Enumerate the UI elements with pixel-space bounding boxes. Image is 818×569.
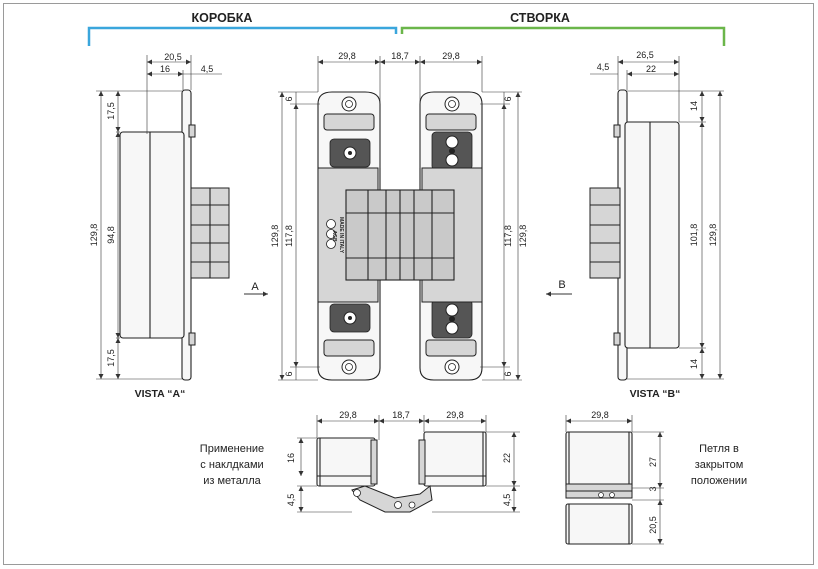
svg-text:129,8: 129,8 [270,225,280,248]
brand-logo: AGB [331,230,337,242]
svg-text:117,8: 117,8 [503,225,513,247]
stvorka-bracket [400,26,726,46]
svg-text:17,5: 17,5 [106,349,116,367]
svg-text:с наклдками: с наклдками [200,459,263,471]
svg-text:16: 16 [286,453,296,463]
header-stvorka: СТВОРКА [510,11,570,25]
svg-text:14: 14 [689,359,699,369]
svg-text:6: 6 [284,96,294,101]
korobka-bracket [87,26,398,46]
svg-text:29,8: 29,8 [591,410,609,420]
svg-text:20,5: 20,5 [648,516,658,534]
svg-text:129,8: 129,8 [89,224,99,247]
svg-text:3: 3 [648,486,658,491]
svg-text:18,7: 18,7 [392,410,410,420]
svg-text:4,5: 4,5 [597,62,610,72]
svg-text:117,8: 117,8 [284,225,294,247]
note-closed-position: Петля в закрытом положении [691,443,747,487]
svg-text:закрытом: закрытом [695,459,744,471]
svg-text:4,5: 4,5 [201,64,214,74]
svg-text:4,5: 4,5 [286,494,296,507]
svg-text:20,5: 20,5 [164,52,182,62]
arrow-a-label: A [251,281,259,293]
svg-text:4,5: 4,5 [502,494,512,507]
svg-text:14: 14 [689,101,699,111]
svg-text:27: 27 [648,457,658,467]
svg-text:6: 6 [503,96,513,101]
drawing-frame [3,3,814,565]
svg-text:положении: положении [691,475,747,487]
svg-text:16: 16 [160,64,170,74]
svg-text:22: 22 [646,64,656,74]
header-korobka: КОРОБКА [192,11,253,25]
svg-text:17,5: 17,5 [106,102,116,120]
side-view-a-dims: 20,5 16 4,5 129,8 17,5 94,8 17,5 [89,52,222,380]
svg-text:129,8: 129,8 [708,224,718,247]
vista-b-label: VISTA “B“ [630,388,681,400]
svg-text:129,8: 129,8 [518,225,528,248]
front-view-hinge [317,91,483,381]
svg-text:Петля в: Петля в [699,443,739,455]
vista-a-label: VISTA “A“ [135,388,186,400]
svg-text:29,8: 29,8 [442,51,460,61]
svg-text:6: 6 [284,371,294,376]
svg-text:18,7: 18,7 [391,51,409,61]
svg-text:29,8: 29,8 [338,51,356,61]
svg-text:101,8: 101,8 [689,224,699,247]
svg-text:26,5: 26,5 [636,50,654,60]
svg-text:из металла: из металла [203,475,261,487]
top-view-installed [316,431,487,513]
svg-text:29,8: 29,8 [446,410,464,420]
svg-text:22: 22 [502,453,512,463]
side-view-a [119,89,230,381]
svg-text:29,8: 29,8 [339,410,357,420]
svg-text:6: 6 [503,371,513,376]
arrow-b-label: B [558,279,565,291]
made-in-italy: MADE IN ITALY [338,217,344,254]
side-view-b-dims: 26,5 4,5 22 14 101,8 14 129,8 [590,50,724,380]
front-view-dims: 29,8 18,7 29,8 129,8 117,8 6 6 117,8 129… [270,51,528,381]
svg-text:Применение: Применение [200,443,264,455]
note-metal-overlays: Применение с наклдками из металла [200,443,264,487]
svg-text:94,8: 94,8 [106,226,116,244]
top-view-installed-dims: 29,8 18,7 29,8 16 4,5 22 4,5 [286,410,520,513]
top-view-closed [565,431,633,545]
top-view-closed-dims: 29,8 27 3 20,5 [565,410,664,545]
side-view-b [589,89,680,381]
